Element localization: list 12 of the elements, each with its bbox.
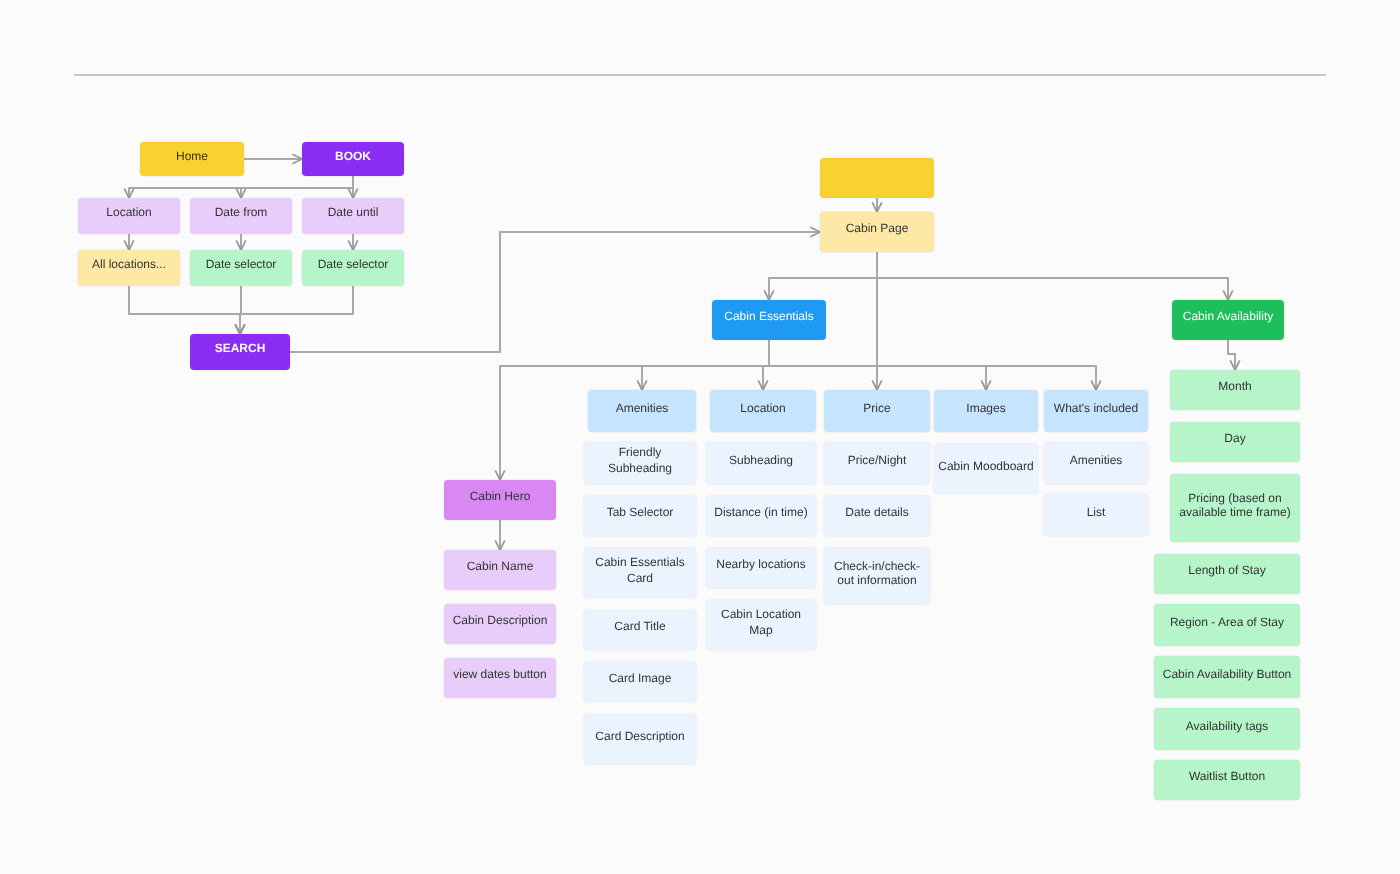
connector-arrow <box>1227 339 1241 371</box>
connector-arrow <box>347 233 359 251</box>
connector-arrow <box>235 233 247 251</box>
connector-arrow <box>871 197 883 213</box>
connector-arrow <box>494 519 506 551</box>
connector-arrow <box>123 233 135 251</box>
connector-arrow <box>234 285 354 335</box>
connector-arrow <box>494 251 878 481</box>
connector-arrow <box>289 226 821 353</box>
empty-box <box>820 158 934 198</box>
connector-arrow <box>768 339 1102 391</box>
connector-arrow <box>243 153 303 165</box>
